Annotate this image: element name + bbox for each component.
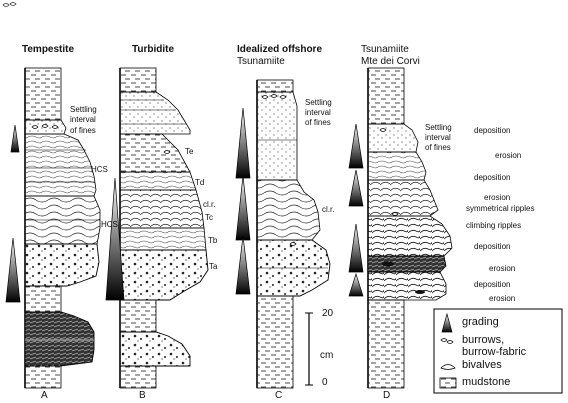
grading-triangle-d3 (348, 223, 364, 273)
column-d-log (367, 67, 453, 389)
c-settling-1: Settling (305, 98, 332, 107)
bivalve-legend-icon (440, 364, 456, 370)
column-d-subtitle: Mte dei Corvi (361, 56, 420, 67)
a-settling-3: of fines (70, 126, 96, 135)
d-deposition-4: deposition (474, 280, 511, 289)
d-deposition-2: deposition (474, 173, 511, 182)
grading-triangle-b1 (105, 177, 125, 301)
d-symmetrical-ripples: symmetrical ripples (466, 204, 535, 213)
legend-grading: grading (462, 316, 499, 328)
grading-triangle-c2 (235, 175, 251, 241)
scale-top-label: 20 (322, 308, 334, 319)
b-te: Te (185, 147, 194, 156)
grading-triangle-c1 (235, 107, 251, 179)
a-settling-1: Settling (70, 105, 97, 114)
b-td: Td (195, 178, 205, 187)
d-deposition-1: deposition (474, 126, 511, 135)
a-settling-2: interval (70, 115, 96, 124)
grading-legend-icon (441, 312, 453, 333)
a-hcs-upper: HCS (91, 165, 108, 174)
d-erosion-4: erosion (489, 294, 516, 303)
column-c-log (256, 79, 331, 389)
grading-triangle-a2 (5, 237, 21, 303)
corner-mark-icon (2, 2, 17, 7)
legend-mudstone: mudstone (462, 376, 511, 388)
burrow-legend-icon (440, 338, 454, 344)
column-c-subtitle: Tsunamiite (237, 56, 285, 67)
legend-burrows-1: burrows, (462, 334, 505, 346)
column-d-title: Tsunamiite (361, 44, 409, 55)
d-erosion-2: erosion (484, 193, 511, 202)
c-settling-3: of fines (305, 118, 331, 127)
column-b-letter: B (139, 390, 146, 401)
a-hcs-lower: HCS (101, 220, 118, 229)
d-settling-3: of fines (425, 143, 451, 152)
d-deposition-3: deposition (474, 242, 511, 251)
legend-burrows-2: burrow-fabric (462, 346, 527, 358)
b-clr: cl.r. (203, 200, 216, 209)
b-tb: Tb (208, 236, 218, 245)
b-ta: Ta (209, 262, 218, 271)
scale-bar (305, 312, 313, 386)
column-d-letter: D (383, 390, 391, 401)
d-climbing-ripples: climbing ripples (466, 221, 522, 230)
column-a-log (24, 67, 101, 389)
d-erosion-1: erosion (495, 151, 522, 160)
grading-triangle-d1 (348, 123, 364, 169)
grading-triangle-c3 (235, 235, 251, 295)
grading-triangle-a1 (10, 124, 20, 153)
grading-triangle-d4 (348, 272, 364, 297)
column-a-letter: A (41, 390, 48, 401)
column-b-title: Turbidite (132, 44, 175, 55)
column-c-letter: C (275, 390, 283, 401)
d-settling-1: Settling (425, 123, 452, 132)
b-tc: Tc (205, 213, 213, 222)
mudstone-legend-icon (439, 377, 457, 389)
legend-box (433, 308, 563, 394)
column-c-title: Idealized offshore (237, 44, 323, 55)
c-settling-2: interval (305, 108, 331, 117)
d-settling-2: interval (425, 133, 451, 142)
grading-triangle-d2 (348, 169, 364, 207)
scale-bottom-label: 0 (322, 377, 328, 388)
column-a-title: Tempestite (22, 44, 75, 55)
c-clr: cl.r. (322, 205, 335, 214)
column-b-log (119, 67, 209, 389)
scale-unit-label: cm (320, 350, 334, 361)
d-erosion-3: erosion (489, 264, 516, 273)
legend-bivalves: bivalves (462, 359, 502, 371)
